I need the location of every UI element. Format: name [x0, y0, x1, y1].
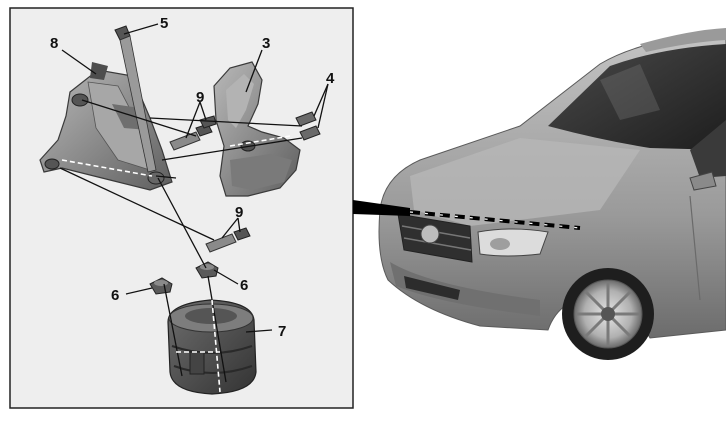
callout-8: 8 [50, 35, 58, 52]
callout-6-left: 6 [111, 287, 119, 304]
callout-5: 5 [160, 15, 168, 32]
callout-4: 4 [326, 70, 335, 87]
callout-6-right: 6 [240, 277, 248, 294]
callout-leaders [61, 23, 329, 333]
nut-part-6-right [195, 261, 219, 279]
heat-shield-part-3 [213, 61, 301, 197]
engine-mount-part-7 [167, 299, 257, 395]
dashed-center-lines [61, 135, 291, 393]
bolt-part-5 [114, 25, 157, 173]
bolts-part-4 [295, 111, 321, 141]
location-pointer [353, 200, 581, 230]
bolts-part-9-lower [205, 227, 251, 253]
callout-3: 3 [262, 35, 270, 52]
callout-9-upper: 9 [196, 89, 204, 106]
car-illustration [378, 28, 726, 360]
assembly-lines [59, 99, 303, 383]
callout-9-lower: 9 [235, 204, 243, 221]
callout-7: 7 [278, 323, 286, 340]
